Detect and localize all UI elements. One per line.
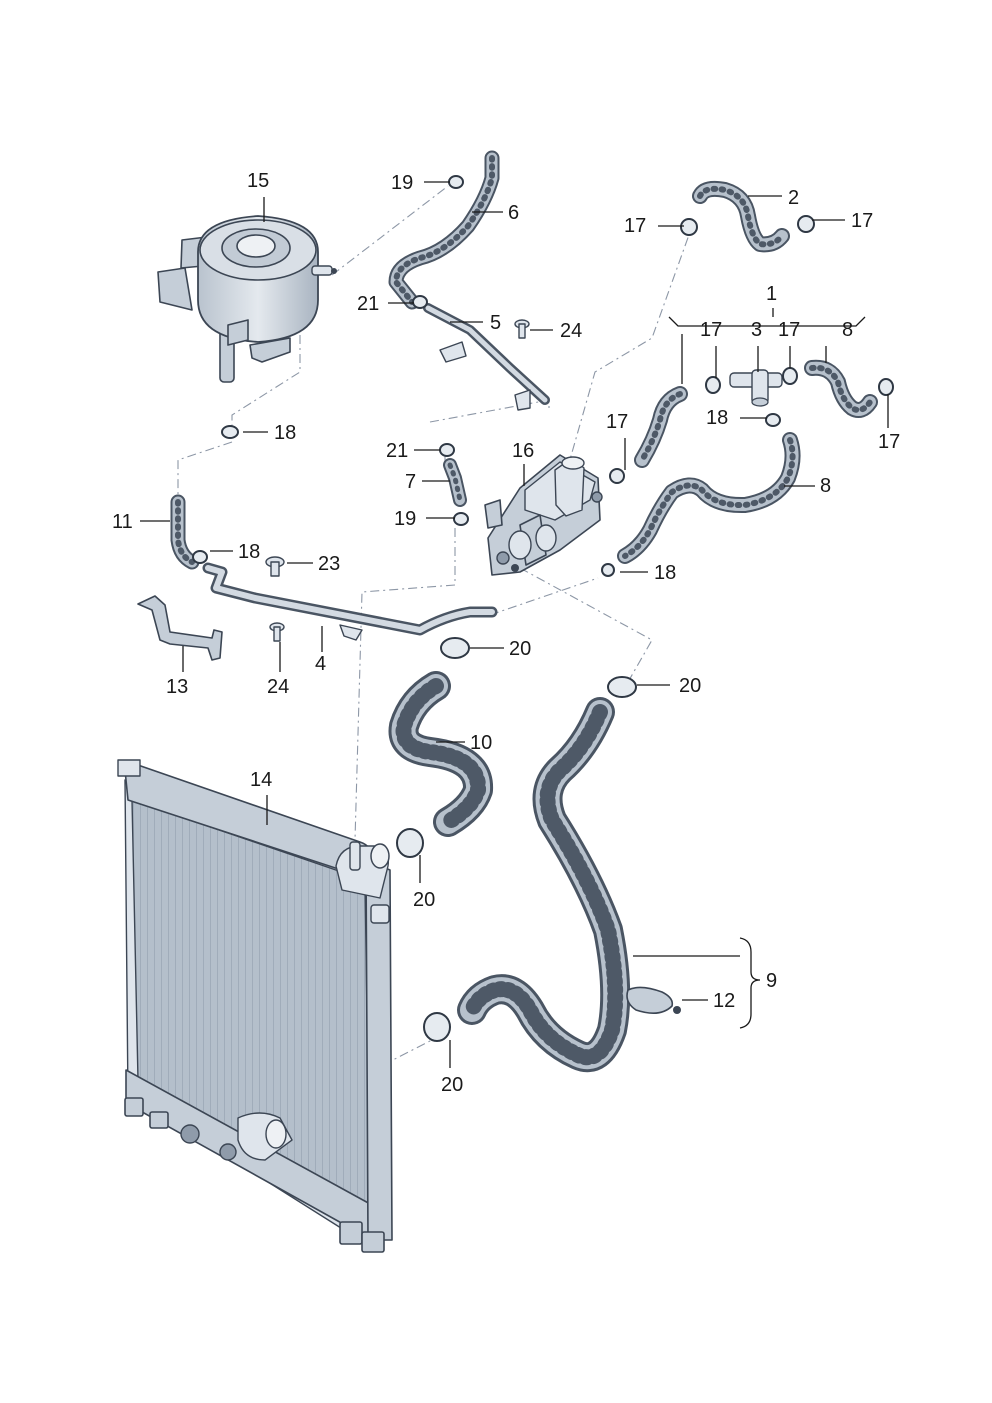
callout-16: 16 xyxy=(512,440,534,462)
coolant-pipe-5 xyxy=(423,303,550,411)
callout-18-d: 18 xyxy=(654,562,676,584)
hose-7 xyxy=(443,458,467,507)
callout-18-b: 18 xyxy=(238,541,260,563)
radiator xyxy=(117,759,393,1253)
hose-10 xyxy=(388,671,493,837)
callout-24-b: 24 xyxy=(267,676,289,698)
callout-9: 9 xyxy=(766,970,777,992)
hose-8-lower xyxy=(617,432,801,564)
coolant-flange xyxy=(484,454,603,576)
callout-24-a: 24 xyxy=(560,320,582,342)
callout-4: 4 xyxy=(315,653,326,675)
hose-8-right xyxy=(804,359,878,418)
callout-20-a: 20 xyxy=(509,638,531,660)
callout-1: 1 xyxy=(766,283,777,305)
hose-6 xyxy=(388,150,500,310)
bracket xyxy=(137,595,223,661)
callout-7: 7 xyxy=(405,471,416,493)
callout-18-a: 18 xyxy=(274,422,296,444)
callout-21-b: 21 xyxy=(386,440,408,462)
callout-17-d: 17 xyxy=(778,319,800,341)
hose-8-upper xyxy=(634,386,688,468)
callout-19-a: 19 xyxy=(391,172,413,194)
assembly-lines xyxy=(177,185,691,1066)
callout-23: 23 xyxy=(318,553,340,575)
callout-2: 2 xyxy=(788,187,799,209)
callout-20-d: 20 xyxy=(441,1074,463,1096)
callout-8-lower: 8 xyxy=(820,475,831,497)
callout-15: 15 xyxy=(247,170,269,192)
callout-3: 3 xyxy=(751,319,762,341)
callout-8-top: 8 xyxy=(842,319,853,341)
callout-11: 11 xyxy=(112,511,133,533)
callout-20-b: 20 xyxy=(679,675,701,697)
callout-17-a: 17 xyxy=(624,215,646,237)
callout-5: 5 xyxy=(490,312,501,334)
t-connector xyxy=(729,369,783,407)
callout-19-b: 19 xyxy=(394,508,416,530)
callout-10: 10 xyxy=(470,732,492,754)
callout-14: 14 xyxy=(250,769,272,791)
callout-21-a: 21 xyxy=(357,293,379,315)
callout-17-f: 17 xyxy=(878,431,900,453)
hose-11 xyxy=(170,494,200,570)
expansion-tank xyxy=(157,215,337,383)
hose-9 xyxy=(457,697,631,1073)
callout-12: 12 xyxy=(713,990,735,1012)
callout-17-b: 17 xyxy=(851,210,873,232)
bolts xyxy=(265,319,530,642)
callout-13: 13 xyxy=(166,676,188,698)
callout-6: 6 xyxy=(508,202,519,224)
callout-18-c: 18 xyxy=(706,407,728,429)
callout-labels: 1 2 3 4 5 6 7 8 8 9 10 11 12 13 14 15 16… xyxy=(112,170,900,1096)
hose-clamps xyxy=(192,175,894,1042)
callout-20-c: 20 xyxy=(413,889,435,911)
hose-2 xyxy=(692,180,790,253)
callout-17-e: 17 xyxy=(606,411,628,433)
coolant-pipe-4 xyxy=(202,562,498,641)
leader-lines xyxy=(140,181,889,1068)
callout-17-c: 17 xyxy=(700,319,722,341)
